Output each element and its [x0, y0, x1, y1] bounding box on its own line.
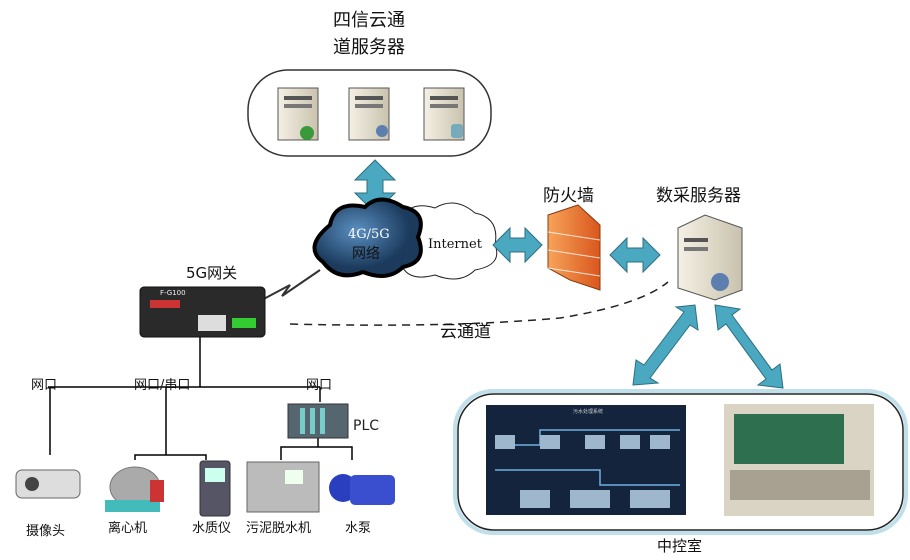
device-label: 离心机: [108, 521, 148, 536]
port-label: 网口: [306, 378, 333, 393]
tunnel-label: 云通道: [440, 322, 491, 342]
gateway-device-text: F-G100: [160, 289, 186, 297]
double-arrow: [632, 304, 699, 386]
globe-icon: [300, 126, 314, 140]
wireless-link-icon: [257, 269, 321, 303]
cloud-tunnel-line: [289, 281, 669, 326]
cloud-server-title: 四信云通: [333, 10, 405, 31]
device-label: 水质仪: [192, 521, 232, 536]
firewall-label: 防火墙: [543, 186, 594, 206]
port-label: 网口/串口: [134, 378, 191, 393]
double-arrow: [492, 226, 543, 264]
data-server-label: 数采服务器: [656, 186, 741, 206]
network-label: 网络: [352, 246, 380, 262]
water-pump-icon: [329, 474, 395, 505]
database-icon: [451, 124, 463, 138]
device-label: 水泵: [345, 521, 372, 536]
camera-icon: [15, 469, 81, 499]
double-arrow: [609, 236, 661, 274]
network-cloud: [312, 197, 423, 278]
device-label: 摄像头: [26, 524, 66, 539]
network-label: 4G/5G: [348, 227, 390, 242]
cloud-server-title: 道服务器: [333, 37, 405, 58]
centrifuge-icon: [105, 466, 164, 512]
firewall-icon: [547, 204, 601, 291]
control-room-label: 中控室: [657, 537, 703, 555]
device-label: 污泥脱水机: [246, 521, 312, 536]
bus-lines: [48, 337, 353, 460]
double-arrow: [714, 304, 784, 389]
user-icon: [376, 125, 388, 137]
gateway-label: 5G网关: [186, 264, 238, 282]
water-quality-meter-icon: [199, 460, 231, 517]
plc-icon: [287, 403, 349, 439]
port-label: 网口: [31, 378, 58, 393]
user-icon: [711, 273, 729, 291]
sludge-dewatering-machine-icon: [246, 461, 320, 513]
scada-title: 污水处理系统: [573, 409, 604, 415]
plc-label: PLC: [353, 418, 380, 434]
internet-label: Internet: [428, 237, 482, 252]
data-server-icon: [677, 214, 743, 301]
